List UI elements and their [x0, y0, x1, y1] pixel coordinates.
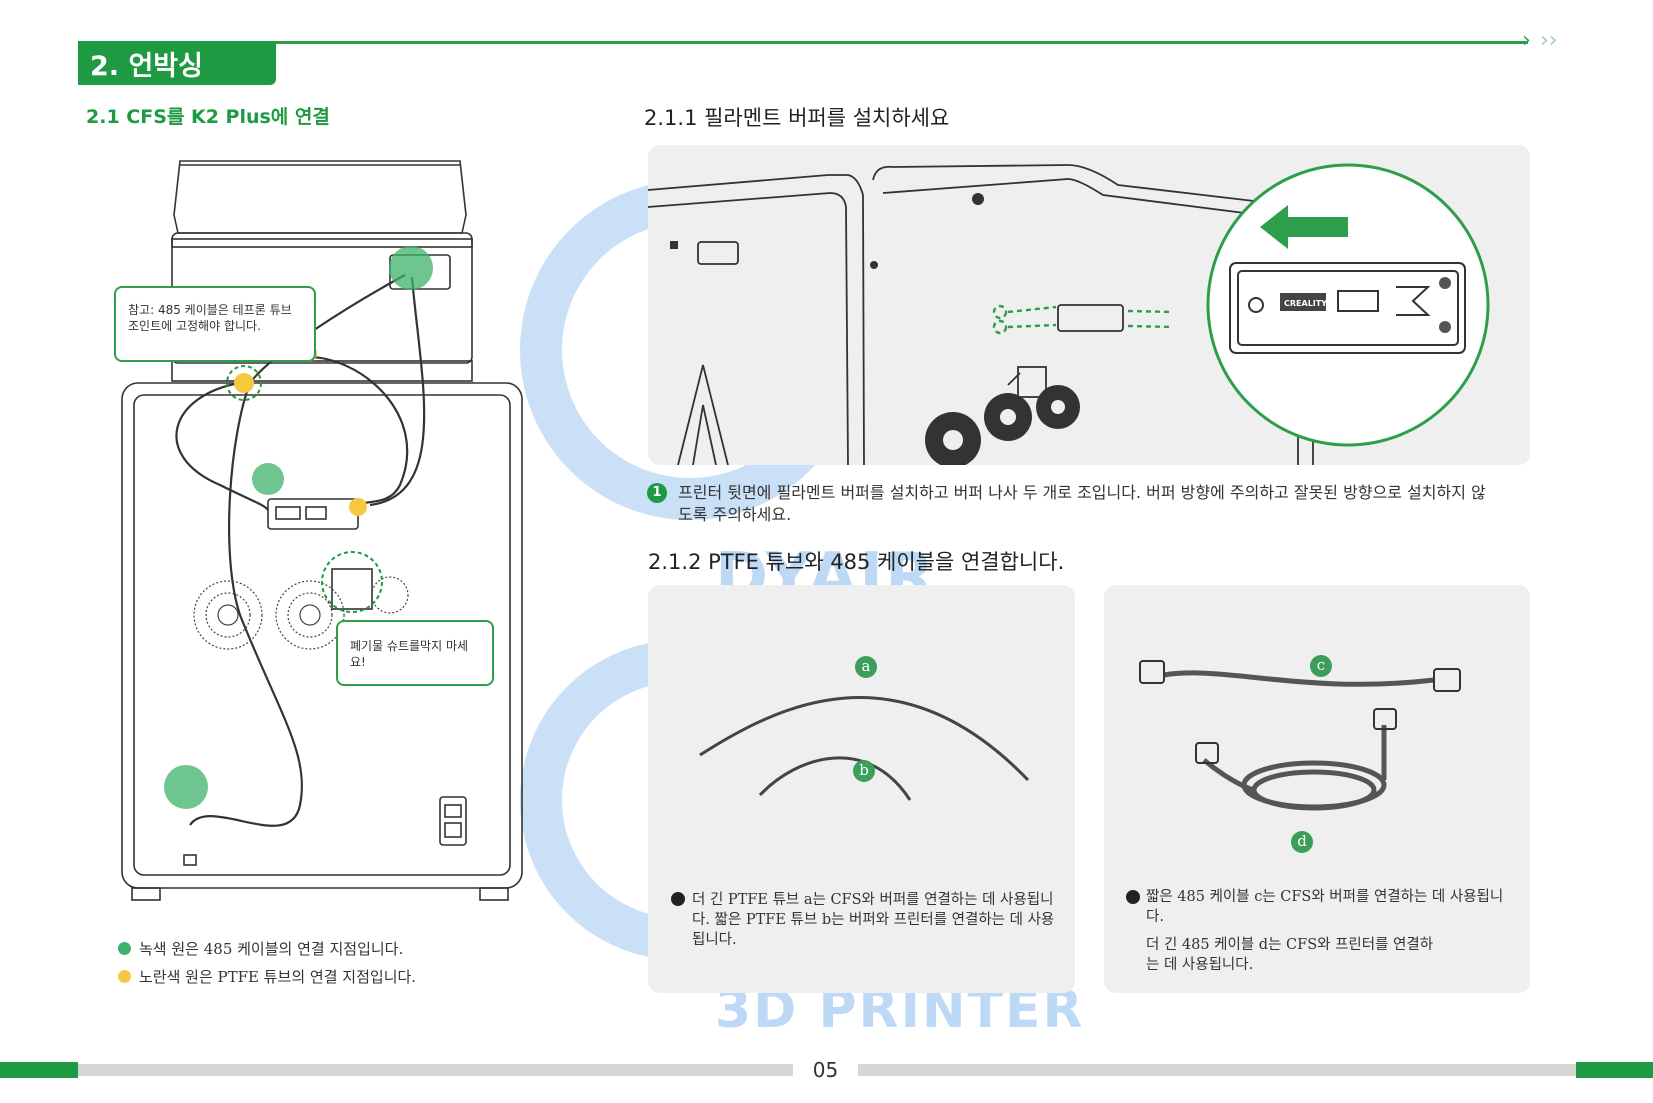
footer-bar [78, 1064, 793, 1076]
green-dot-icon [118, 942, 131, 955]
cables-panel [1104, 585, 1530, 993]
footer-bar [858, 1064, 1576, 1076]
footer-bar [1576, 1062, 1653, 1078]
header-rule [78, 41, 1528, 44]
label-d: d [1291, 831, 1313, 853]
callout-note-text: 참고: 485 케이블은 테프론 튜브 조인트에 고정해야 합니다. [128, 303, 292, 333]
cables-illustration [1139, 660, 1461, 811]
legend-yellow: 노란색 원은 PTFE 튜브의 연결 지점입니다. [118, 966, 416, 987]
page-number: 05 [812, 1058, 839, 1082]
cable-description-1: 짧은 485 케이블 c는 CFS와 버퍼를 연결하는 데 사용됩니다. [1146, 889, 1504, 925]
buffer-install-illustration: CREALITY [648, 163, 1490, 465]
label-a: a [855, 656, 877, 678]
ptfe-heading: 2.1.2 PTFE 튜브와 485 케이블을 연결합니다. [648, 550, 1065, 574]
section-title: 2. 언박싱 [78, 41, 276, 85]
yellow-dot-icon [118, 970, 131, 983]
legend-green: 녹색 원은 485 케이블의 연결 지점입니다. [118, 938, 403, 959]
buffer-heading: 2.1.1 필라멘트 버퍼를 설치하세요 [644, 106, 950, 130]
callout-waste-text: 폐기물 슈트를막지 마세요! [350, 639, 469, 669]
cable-description-2: 더 긴 485 케이블 d는 CFS와 프린터를 연결하는 데 사용됩니다. [1146, 937, 1434, 973]
printer-rear-diagram [121, 160, 523, 901]
callout-note: 참고: 485 케이블은 테프론 튜브 조인트에 고정해야 합니다. [114, 286, 316, 362]
footer-bar [0, 1062, 78, 1078]
bullet-icon [671, 892, 685, 906]
left-heading: 2.1 CFS를 K2 Plus에 연결 [86, 106, 330, 128]
bullet-icon [1126, 890, 1140, 904]
chevron-right-icon: ›› [1540, 28, 1558, 53]
ptfe-description: 더 긴 PTFE 튜브 a는 CFS와 버퍼를 연결하는 데 사용됩니다. 짧은… [692, 892, 1055, 948]
brand-label: CREALITY [1284, 299, 1327, 308]
label-c: c [1310, 655, 1332, 677]
ptfe-tubes-illustration [699, 696, 1030, 801]
step-1-text: 프린터 뒷면에 필라멘트 버퍼를 설치하고 버퍼 나사 두 개로 조입니다. 버… [678, 483, 1486, 524]
chevron-right-icon: › [1522, 28, 1531, 53]
step-number-badge: 1 [647, 483, 667, 503]
label-b: b [853, 760, 875, 782]
ptfe-tubes-panel [648, 585, 1075, 993]
callout-waste-chute: 폐기물 슈트를막지 마세요! [336, 620, 494, 686]
